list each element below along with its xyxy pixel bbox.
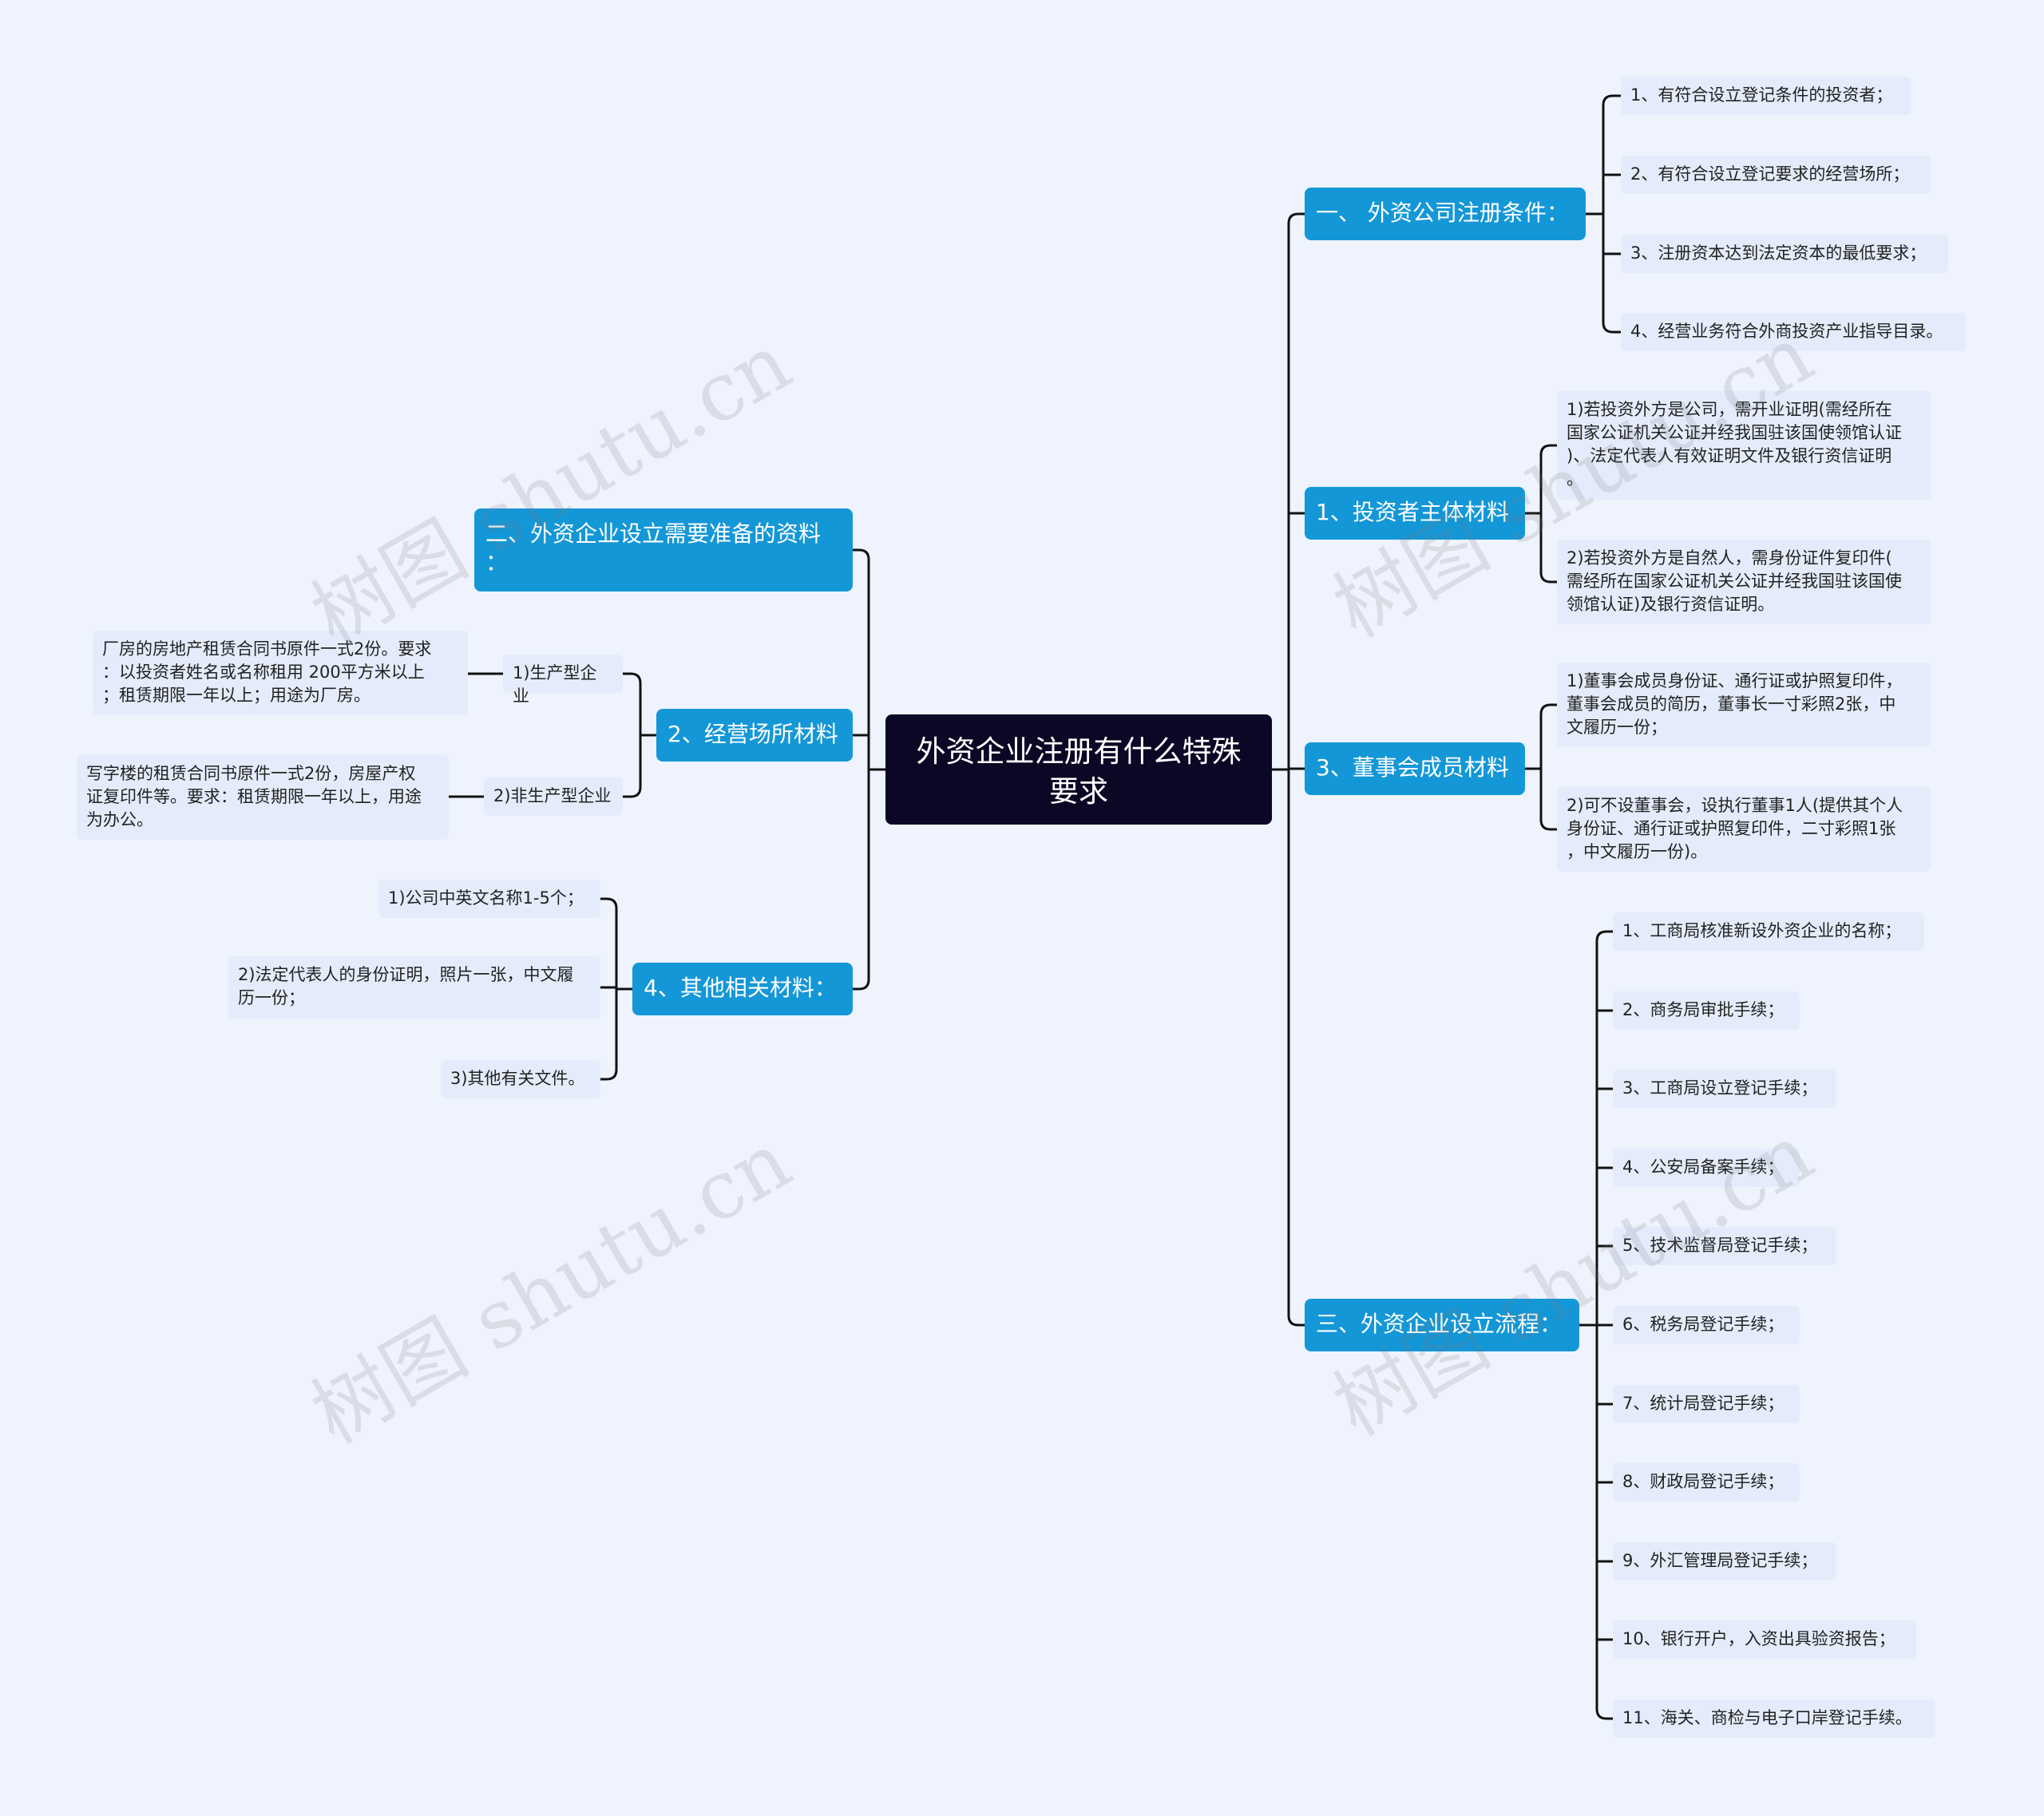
root-topic[interactable]: 外资企业注册有什么特殊 要求 — [885, 714, 1272, 825]
leaf-process-1[interactable]: 1、工商局核准新设外资企业的名称； — [1613, 912, 1924, 951]
root-left-link-2 — [853, 770, 870, 991]
leaf-other-documents[interactable]: 3)其他有关文件。 — [441, 1060, 600, 1098]
leaf-board-2[interactable]: 2)可不设董事会，设执行董事1人(提供其个人 身份证、通行证或护照复印件，二寸彩… — [1557, 787, 1931, 872]
leaf-process-8[interactable]: 8、财政局登记手续； — [1613, 1463, 1800, 1501]
conditions-link-3 — [1602, 214, 1621, 334]
leaf-investor-person[interactable]: 2)若投资外方是自然人，需身份证件复印件( 需经所在国家公证机关公证并经我国驻该… — [1557, 540, 1931, 624]
leaf-investor-company[interactable]: 1)若投资外方是公司，需开业证明(需经所在 国家公证机关公证并经我国驻该国使领馆… — [1557, 391, 1931, 500]
leaf-company-names[interactable]: 1)公司中英文名称1-5个； — [378, 880, 600, 918]
root-right-link-0 — [1287, 212, 1305, 770]
other-link-0 — [600, 897, 618, 989]
investor-link-1 — [1539, 513, 1557, 584]
leaf-process-10[interactable]: 10、银行开户，入资出具验资报告； — [1613, 1620, 1916, 1659]
branch-premises-materials[interactable]: 2、经营场所材料 — [656, 709, 853, 762]
board-link-0 — [1539, 703, 1557, 769]
root-left-link-0 — [853, 548, 870, 770]
leaf-process-11[interactable]: 11、海关、商检与电子口岸登记手续。 — [1613, 1699, 1935, 1738]
branch-board-materials[interactable]: 3、董事会成员材料 — [1305, 742, 1525, 795]
leaf-condition-4[interactable]: 4、经营业务符合外商投资产业指导目录。 — [1621, 313, 1966, 351]
leaf-board-1[interactable]: 1)董事会成员身份证、通行证或护照复印件， 董事会成员的简历，董事长一寸彩照2张… — [1557, 663, 1931, 747]
leaf-nonproduction-enterprise[interactable]: 2)非生产型企业 — [484, 777, 623, 816]
leaf-condition-2[interactable]: 2、有符合设立登记要求的经营场所； — [1621, 156, 1931, 194]
investor-link-0 — [1539, 444, 1557, 513]
branch-other-materials[interactable]: 4、其他相关材料： — [632, 963, 853, 1015]
conditions-link-0 — [1602, 94, 1621, 214]
leaf-process-4[interactable]: 4、公安局备案手续； — [1613, 1149, 1800, 1187]
leaf-condition-3[interactable]: 3、注册资本达到法定资本的最低要求； — [1621, 235, 1948, 273]
leaf-process-2[interactable]: 2、商务局审批手续； — [1613, 991, 1800, 1030]
leaf-process-9[interactable]: 9、外汇管理局登记手续； — [1613, 1542, 1836, 1581]
branch-setup-process[interactable]: 三、外资企业设立流程： — [1305, 1299, 1579, 1351]
branch-required-documents[interactable]: 二、外资企业设立需要准备的资料 ： — [474, 508, 853, 591]
root-right-link-3 — [1287, 770, 1305, 1327]
board-link-1 — [1539, 769, 1557, 831]
leaf-condition-1[interactable]: 1、有符合设立登记条件的投资者； — [1621, 77, 1911, 115]
branch-investor-materials[interactable]: 1、投资者主体材料 — [1305, 487, 1525, 540]
premises-link-1 — [623, 735, 642, 798]
leaf-process-6[interactable]: 6、税务局登记手续； — [1613, 1306, 1800, 1344]
leaf-process-3[interactable]: 3、工商局设立登记手续； — [1613, 1070, 1836, 1108]
detail-production-enterprise[interactable]: 厂房的房地产租赁合同书原件一式2份。要求 ：以投资者姓名或名称租用 200平方米… — [93, 631, 468, 715]
other-link-2 — [600, 989, 618, 1081]
leaf-process-7[interactable]: 7、统计局登记手续； — [1613, 1385, 1800, 1423]
leaf-process-5[interactable]: 5、技术监督局登记手续； — [1613, 1227, 1836, 1265]
process-link-0 — [1595, 930, 1613, 1325]
branch-registration-conditions[interactable]: 一、 外资公司注册条件： — [1305, 188, 1586, 240]
leaf-production-enterprise[interactable]: 1)生产型企业 — [503, 655, 623, 706]
detail-nonproduction-enterprise[interactable]: 写字楼的租赁合同书原件一式2份，房屋产权 证复印件等。要求：租赁期限一年以上，用… — [77, 755, 449, 840]
leaf-legal-rep-id[interactable]: 2)法定代表人的身份证明，照片一张，中文履 历一份； — [228, 956, 600, 1019]
premises-link-0 — [623, 672, 642, 735]
process-link-10 — [1595, 1325, 1613, 1720]
